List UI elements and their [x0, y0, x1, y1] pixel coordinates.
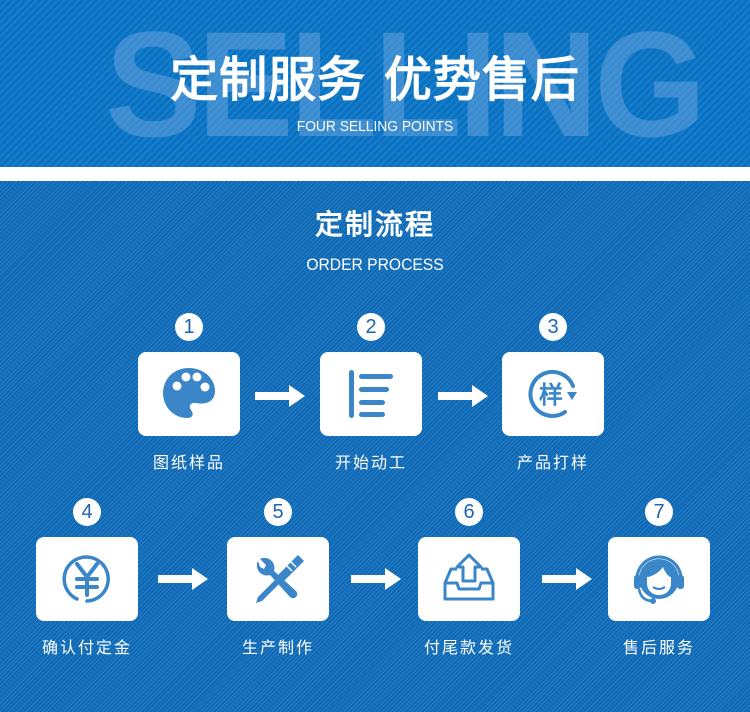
step-label: 付尾款发货	[423, 638, 514, 657]
step-icon-card	[138, 352, 240, 436]
step-label: 图纸样品	[152, 453, 225, 472]
step-number-badge: 2	[357, 313, 385, 341]
step-label: 确认付定金	[41, 638, 132, 657]
step-label: 售后服务	[622, 638, 695, 657]
arrow-right-icon	[255, 385, 305, 407]
section-subtitle: ORDER PROCESS	[306, 255, 444, 274]
step-number-badge: 1	[175, 313, 203, 341]
step-number-badge: 6	[455, 498, 483, 526]
banner-watermark: SELLING	[105, 0, 706, 167]
banner-striped-background	[0, 0, 750, 167]
step-number-badge: 5	[264, 498, 292, 526]
step-label: 生产制作	[241, 638, 314, 657]
step-icon-card	[227, 537, 329, 621]
palette-icon	[163, 368, 215, 418]
sample-cycle-icon: 样	[528, 369, 577, 418]
step-number-badge: 4	[73, 498, 101, 526]
step-number-badge: 3	[539, 313, 567, 341]
step-icon-card: 样	[502, 352, 604, 436]
step-icon-card	[608, 537, 710, 621]
step-label: 开始动工	[334, 453, 407, 472]
step-icon-card	[36, 537, 138, 621]
header-banner: SELLING 定制服务 优势售后 FOUR SELLING POINTS	[0, 0, 750, 167]
step-number-badge: 7	[645, 498, 673, 526]
arrow-right-icon	[438, 385, 488, 407]
step-label: 产品打样	[516, 453, 589, 472]
arrow-right-icon	[351, 568, 401, 590]
process-striped-background	[0, 181, 750, 712]
yen-coin-icon	[62, 555, 110, 603]
headset-support-icon	[634, 555, 684, 604]
list-lines-icon	[349, 370, 393, 418]
step-icon-card	[418, 537, 520, 621]
step-icon-card	[320, 352, 422, 436]
wrench-screwdriver-icon	[256, 555, 304, 603]
order-process-section: 定制流程 ORDER PROCESS 1 图纸样品 2	[0, 181, 750, 712]
white-divider	[0, 167, 750, 181]
svg-text:样: 样	[539, 381, 563, 409]
arrow-right-icon	[158, 568, 208, 590]
arrow-right-icon	[542, 568, 592, 590]
banner-subtitle: FOUR SELLING POINTS	[296, 118, 454, 135]
tray-upload-icon	[443, 553, 495, 601]
section-title: 定制流程	[314, 208, 435, 241]
banner-title: 定制服务 优势售后	[170, 52, 580, 108]
